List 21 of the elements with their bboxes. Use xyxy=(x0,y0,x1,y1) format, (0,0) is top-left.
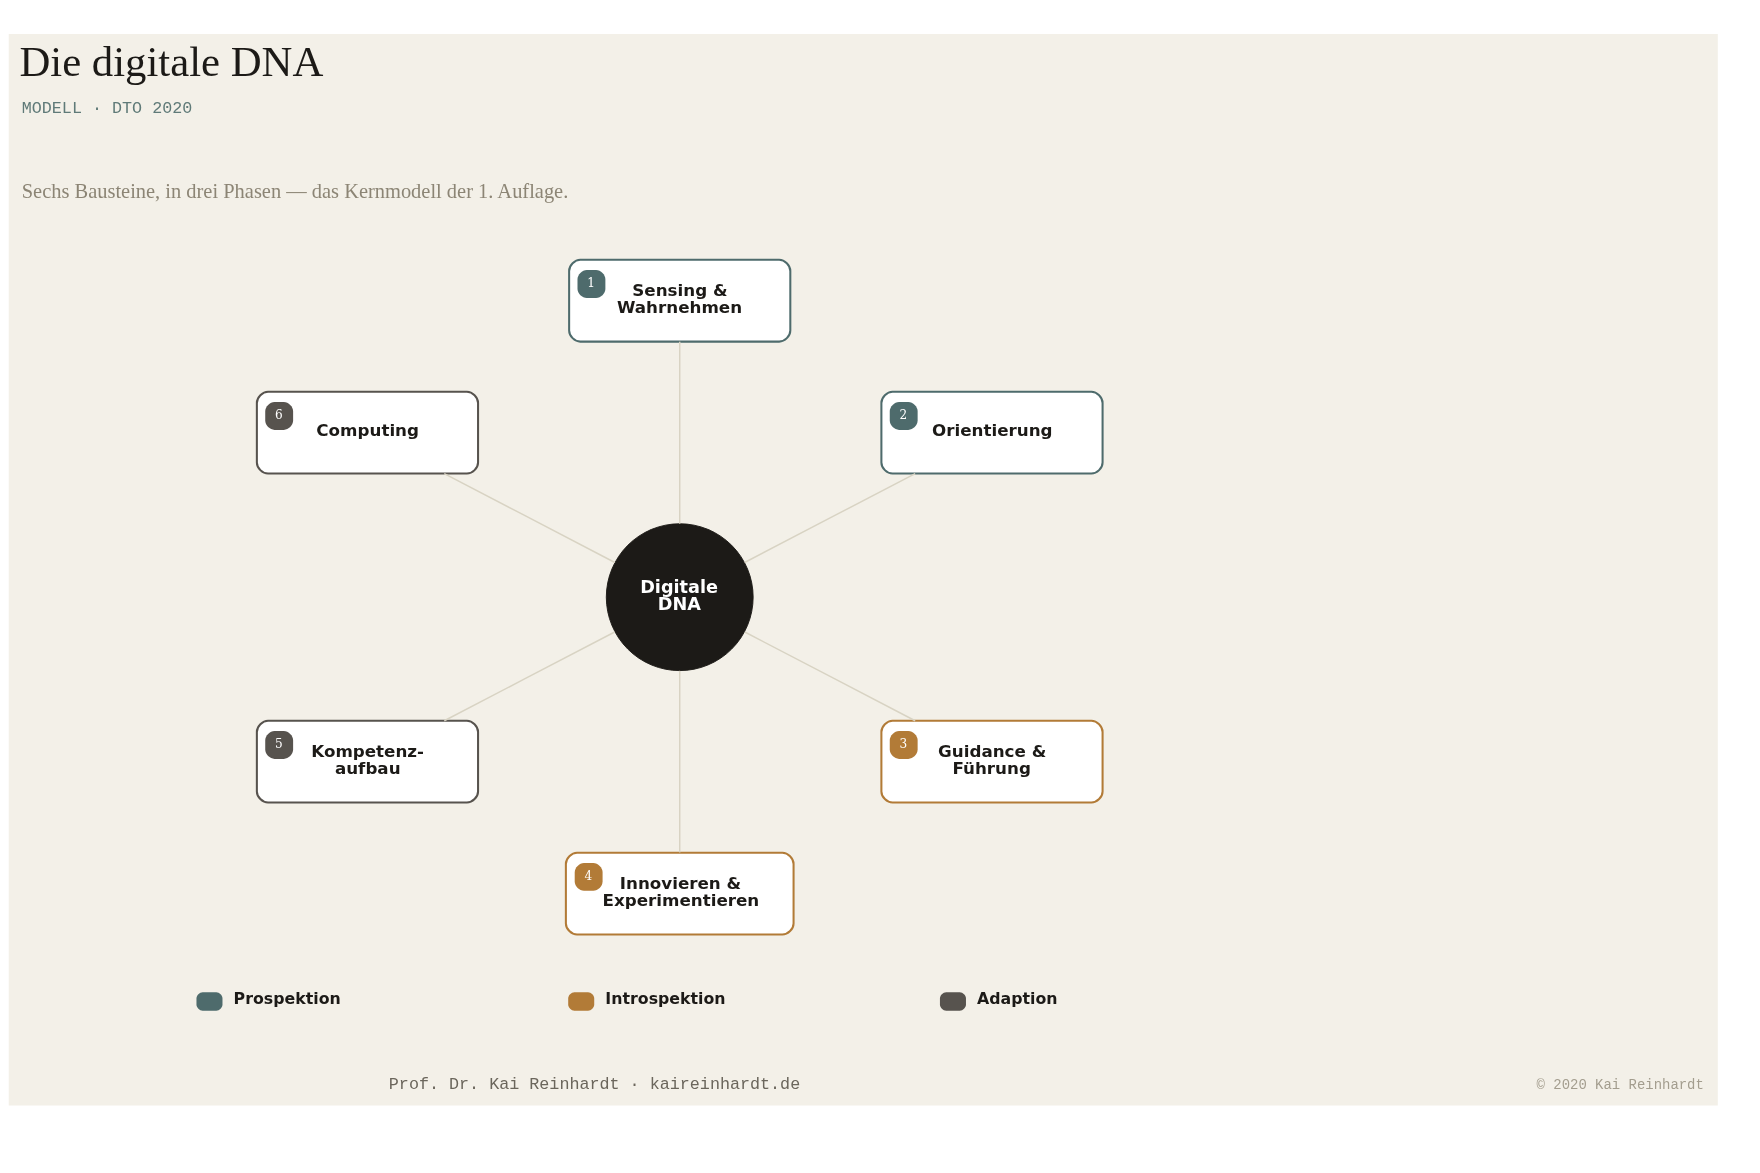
label: Prof. Dr. Kai Reinhardt · kaireinhardt.de xyxy=(388,1075,801,1095)
legend-label: Prospektion xyxy=(233,989,341,1009)
label: MODELL · DTO 2020 xyxy=(21,99,193,119)
connector xyxy=(678,670,681,854)
node-box: 3 Guidance & Führung xyxy=(880,719,1104,804)
legend-label: Introspektion xyxy=(605,989,726,1009)
connector xyxy=(678,340,681,525)
connector xyxy=(744,631,916,722)
diagram-title: Die digitale DNA xyxy=(19,37,324,85)
node-box: 5 Kompetenz- aufbau xyxy=(255,719,480,804)
node-box: 4 Innovieren & Experimentieren xyxy=(564,851,795,936)
label: Sechs Bausteine, in drei Phasen — das Kernmodell der 1. Auflage. xyxy=(21,180,569,203)
legend-label: Adaption xyxy=(977,989,1058,1009)
node-box: 2 Orientierung xyxy=(880,390,1104,475)
connector xyxy=(443,631,616,722)
node-box: 1 Sensing & Wahrnehmen xyxy=(568,258,792,343)
label: © 2020 Kai Reinhardt xyxy=(1536,1076,1704,1093)
node-box: 6 Computing xyxy=(255,390,480,475)
connector xyxy=(743,472,916,564)
connector xyxy=(443,472,616,564)
node-circle: Digitale DNA xyxy=(605,523,754,672)
